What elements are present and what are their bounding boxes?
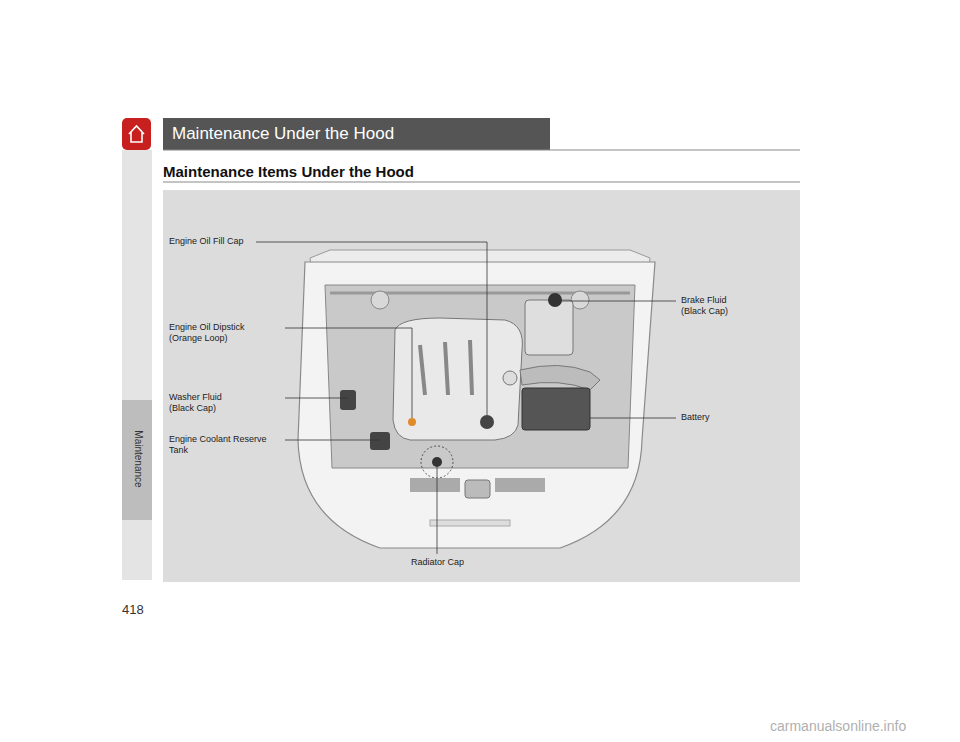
part-label: Washer Fluid (Black Cap): [168, 392, 232, 414]
page-number: 418: [122, 602, 144, 618]
part-label: Engine Coolant Reserve Tank: [168, 434, 278, 456]
sub-heading: Maintenance Items Under the Hood: [163, 163, 414, 181]
part-label: Engine Oil Fill Cap: [168, 236, 245, 247]
watermark: carmanualsonline.info: [770, 718, 906, 735]
part-label: Radiator Cap: [410, 557, 465, 568]
part-label: Engine Oil Dipstick (Orange Loop): [168, 322, 262, 344]
section-header: Maintenance Under the Hood: [172, 124, 394, 144]
part-label: Brake Fluid (Black Cap): [680, 295, 744, 317]
part-label: Battery: [680, 412, 711, 423]
side-tab: Maintenance: [132, 414, 144, 504]
